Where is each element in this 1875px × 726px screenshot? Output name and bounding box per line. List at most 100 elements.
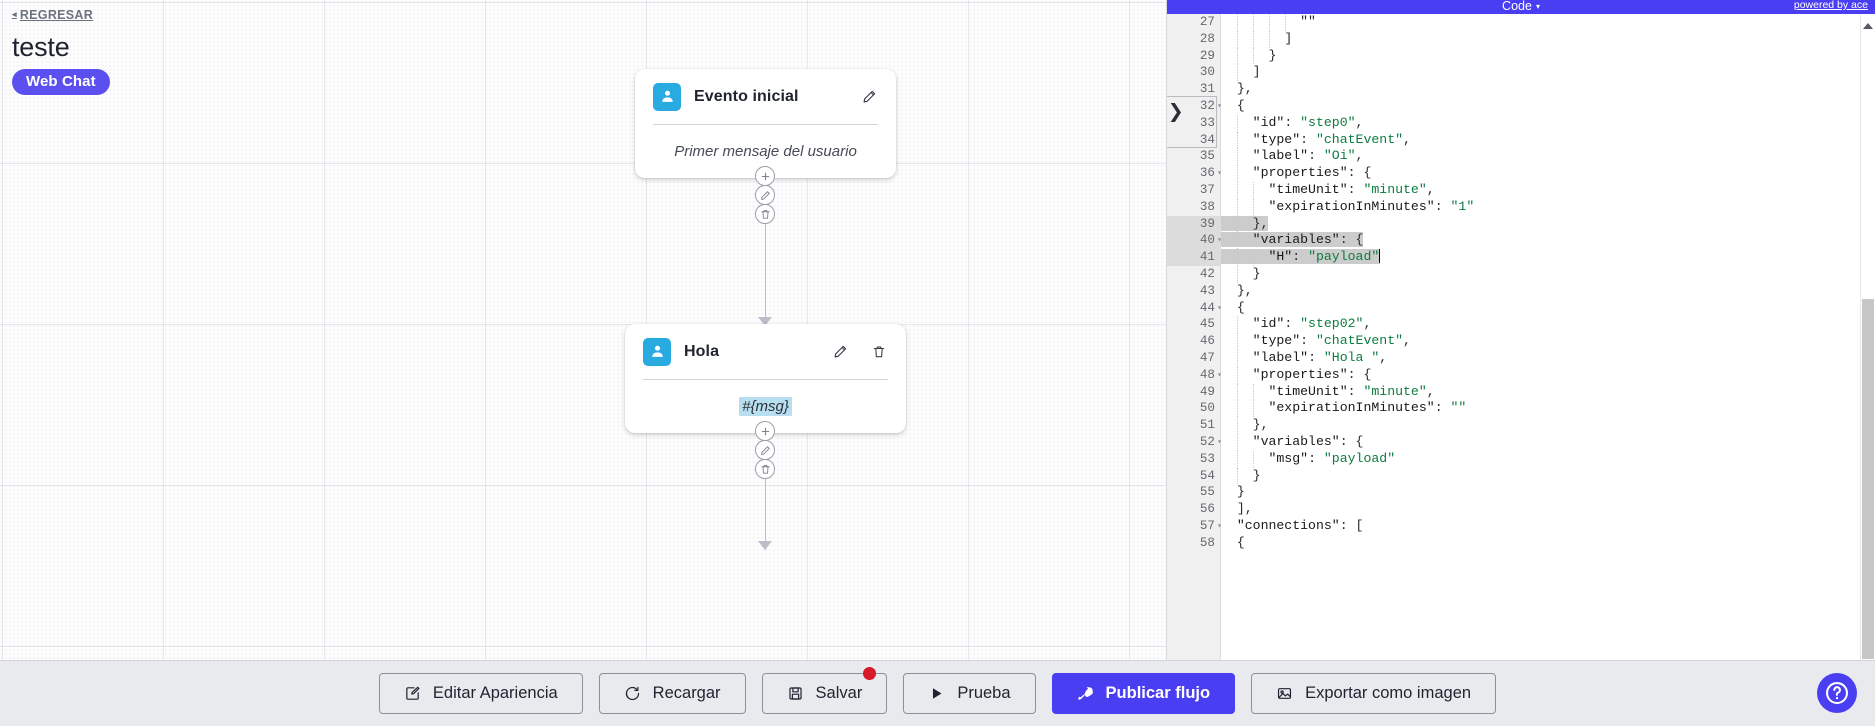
add-node-button[interactable] bbox=[755, 166, 775, 186]
code-line[interactable]: "connections": [ bbox=[1236, 517, 1364, 533]
line-number[interactable]: 28 bbox=[1199, 31, 1215, 46]
line-number[interactable]: 30 bbox=[1199, 65, 1215, 80]
code-line[interactable]: { bbox=[1236, 97, 1245, 113]
code-line[interactable]: }, bbox=[1236, 282, 1253, 298]
line-number[interactable]: 34 bbox=[1199, 132, 1215, 147]
line-number[interactable]: 44▾ bbox=[1167, 300, 1222, 317]
line-number[interactable]: 52▾ bbox=[1167, 434, 1222, 451]
edit-node-button[interactable] bbox=[755, 440, 775, 460]
edit-node-button[interactable] bbox=[755, 185, 775, 205]
line-number[interactable]: 27 bbox=[1199, 15, 1215, 29]
code-line[interactable]: "properties": { bbox=[1221, 366, 1860, 384]
node-edit-icon[interactable] bbox=[860, 88, 878, 106]
line-number[interactable]: 29 bbox=[1199, 48, 1215, 63]
code-line[interactable]: "msg": "payload" bbox=[1221, 450, 1860, 468]
code-line[interactable]: "variables": { bbox=[1221, 433, 1860, 451]
fold-toggle-icon[interactable]: ▾ bbox=[1217, 521, 1222, 531]
line-number[interactable]: 48▾ bbox=[1167, 367, 1222, 384]
toolbar-button-recargar[interactable]: Recargar bbox=[598, 673, 746, 714]
code-line[interactable]: { bbox=[1236, 534, 1245, 550]
editor-vertical-scrollbar[interactable] bbox=[1860, 14, 1875, 660]
line-number[interactable]: 53 bbox=[1199, 451, 1215, 466]
toolbar-button-editar-apariencia[interactable]: Editar Apariencia bbox=[378, 673, 583, 714]
code-line[interactable]: } bbox=[1221, 467, 1860, 485]
code-line[interactable]: } bbox=[1221, 47, 1860, 65]
fold-toggle-icon[interactable]: ▾ bbox=[1217, 236, 1222, 246]
fold-toggle-icon[interactable]: ▾ bbox=[1217, 370, 1222, 380]
line-number[interactable]: 41 bbox=[1167, 249, 1220, 266]
flow-node-hola[interactable]: Hola #{msg} bbox=[625, 324, 906, 433]
delete-node-button[interactable] bbox=[755, 459, 775, 479]
code-line[interactable]: } bbox=[1221, 265, 1860, 283]
line-number[interactable]: 32▾ bbox=[1167, 98, 1222, 115]
code-line[interactable]: ] bbox=[1221, 64, 1860, 82]
line-number[interactable]: 54 bbox=[1199, 468, 1215, 483]
fold-toggle-icon[interactable]: ▾ bbox=[1217, 437, 1222, 447]
code-content[interactable]: "" ] } ] }, { "id": "step0", "type": "ch… bbox=[1221, 14, 1860, 660]
delete-node-button[interactable] bbox=[755, 204, 775, 224]
ace-credit-link[interactable]: powered by ace bbox=[1793, 0, 1868, 11]
node-edit-icon[interactable] bbox=[831, 343, 849, 361]
code-line[interactable]: }, bbox=[1221, 417, 1860, 434]
line-number[interactable]: 55 bbox=[1199, 485, 1215, 500]
code-line[interactable]: } bbox=[1236, 484, 1245, 500]
code-line[interactable]: { bbox=[1236, 299, 1245, 315]
code-line[interactable]: "H": "payload" bbox=[1221, 249, 1860, 266]
line-number[interactable]: 38 bbox=[1199, 199, 1215, 214]
code-line[interactable]: "expirationInMinutes": "1" bbox=[1221, 198, 1860, 216]
line-number[interactable]: 51 bbox=[1199, 418, 1215, 433]
add-node-button[interactable] bbox=[755, 421, 775, 441]
code-line[interactable]: "properties": { bbox=[1221, 165, 1860, 182]
code-line[interactable]: "" bbox=[1221, 14, 1860, 31]
fold-toggle-icon[interactable]: ▾ bbox=[1217, 169, 1222, 179]
line-number[interactable]: 49 bbox=[1199, 384, 1215, 399]
line-number[interactable]: 33 bbox=[1199, 115, 1215, 130]
fold-toggle-icon[interactable]: ▾ bbox=[1217, 303, 1222, 313]
scrollbar-thumb[interactable] bbox=[1862, 299, 1874, 659]
code-line[interactable]: }, bbox=[1236, 81, 1253, 97]
code-line[interactable]: "timeUnit": "minute", bbox=[1221, 383, 1860, 401]
line-number[interactable]: 45 bbox=[1199, 317, 1215, 332]
line-number[interactable]: 47 bbox=[1199, 350, 1215, 365]
code-line[interactable]: ], bbox=[1236, 501, 1253, 517]
flow-canvas[interactable]: ◂ REGRESAR teste Web Chat Evento inicial bbox=[0, 0, 1166, 660]
code-line[interactable]: "type": "chatEvent", bbox=[1221, 131, 1860, 149]
line-number[interactable]: 31 bbox=[1199, 82, 1215, 97]
code-line[interactable]: "id": "step0", bbox=[1221, 114, 1860, 132]
line-number[interactable]: 43 bbox=[1199, 283, 1215, 298]
line-number[interactable]: 36▾ bbox=[1167, 165, 1222, 182]
line-number[interactable]: 37 bbox=[1199, 182, 1215, 197]
fold-expand-arrow-icon[interactable]: ❯ bbox=[1168, 98, 1184, 128]
code-line[interactable]: "id": "step02", bbox=[1221, 316, 1860, 334]
line-number[interactable]: 39 bbox=[1167, 215, 1220, 233]
toolbar-button-exportar-como-imagen[interactable]: Exportar como imagen bbox=[1251, 673, 1497, 714]
code-line[interactable]: "label": "Oi", bbox=[1221, 148, 1860, 166]
line-number[interactable]: 46 bbox=[1199, 334, 1215, 349]
line-number[interactable]: 50 bbox=[1199, 401, 1215, 416]
code-line[interactable]: ] bbox=[1221, 30, 1860, 48]
line-number[interactable]: 42 bbox=[1199, 266, 1215, 281]
fold-toggle-icon[interactable]: ▾ bbox=[1217, 101, 1222, 111]
toolbar-button-publicar-flujo[interactable]: Publicar flujo bbox=[1051, 673, 1236, 714]
line-number[interactable]: 57▾ bbox=[1167, 518, 1222, 535]
code-line[interactable]: "label": "Hola ", bbox=[1221, 349, 1860, 367]
line-number[interactable]: 58 bbox=[1199, 535, 1215, 550]
code-line[interactable]: "expirationInMinutes": "" bbox=[1221, 400, 1860, 418]
code-line[interactable]: "variables": { bbox=[1221, 232, 1860, 250]
flow-node-evento-inicial[interactable]: Evento inicial Primer mensaje del usuari… bbox=[635, 69, 896, 178]
code-line[interactable]: }, bbox=[1221, 215, 1860, 233]
scroll-up-arrow-icon[interactable] bbox=[1863, 23, 1873, 29]
editor-mode-dropdown[interactable]: Code ▾ bbox=[1502, 0, 1540, 13]
node-delete-icon[interactable] bbox=[870, 343, 888, 361]
code-line[interactable]: "timeUnit": "minute", bbox=[1221, 181, 1860, 199]
back-link[interactable]: ◂ REGRESAR bbox=[12, 8, 93, 22]
line-number[interactable]: 56 bbox=[1199, 502, 1215, 517]
toolbar-button-salvar[interactable]: Salvar bbox=[761, 667, 888, 714]
toolbar-button-prueba[interactable]: Prueba bbox=[903, 673, 1036, 714]
code-line[interactable]: "type": "chatEvent", bbox=[1221, 333, 1860, 350]
line-number[interactable]: 40▾ bbox=[1167, 232, 1222, 250]
line-number[interactable]: 35 bbox=[1199, 149, 1215, 164]
help-button[interactable] bbox=[1817, 673, 1857, 713]
